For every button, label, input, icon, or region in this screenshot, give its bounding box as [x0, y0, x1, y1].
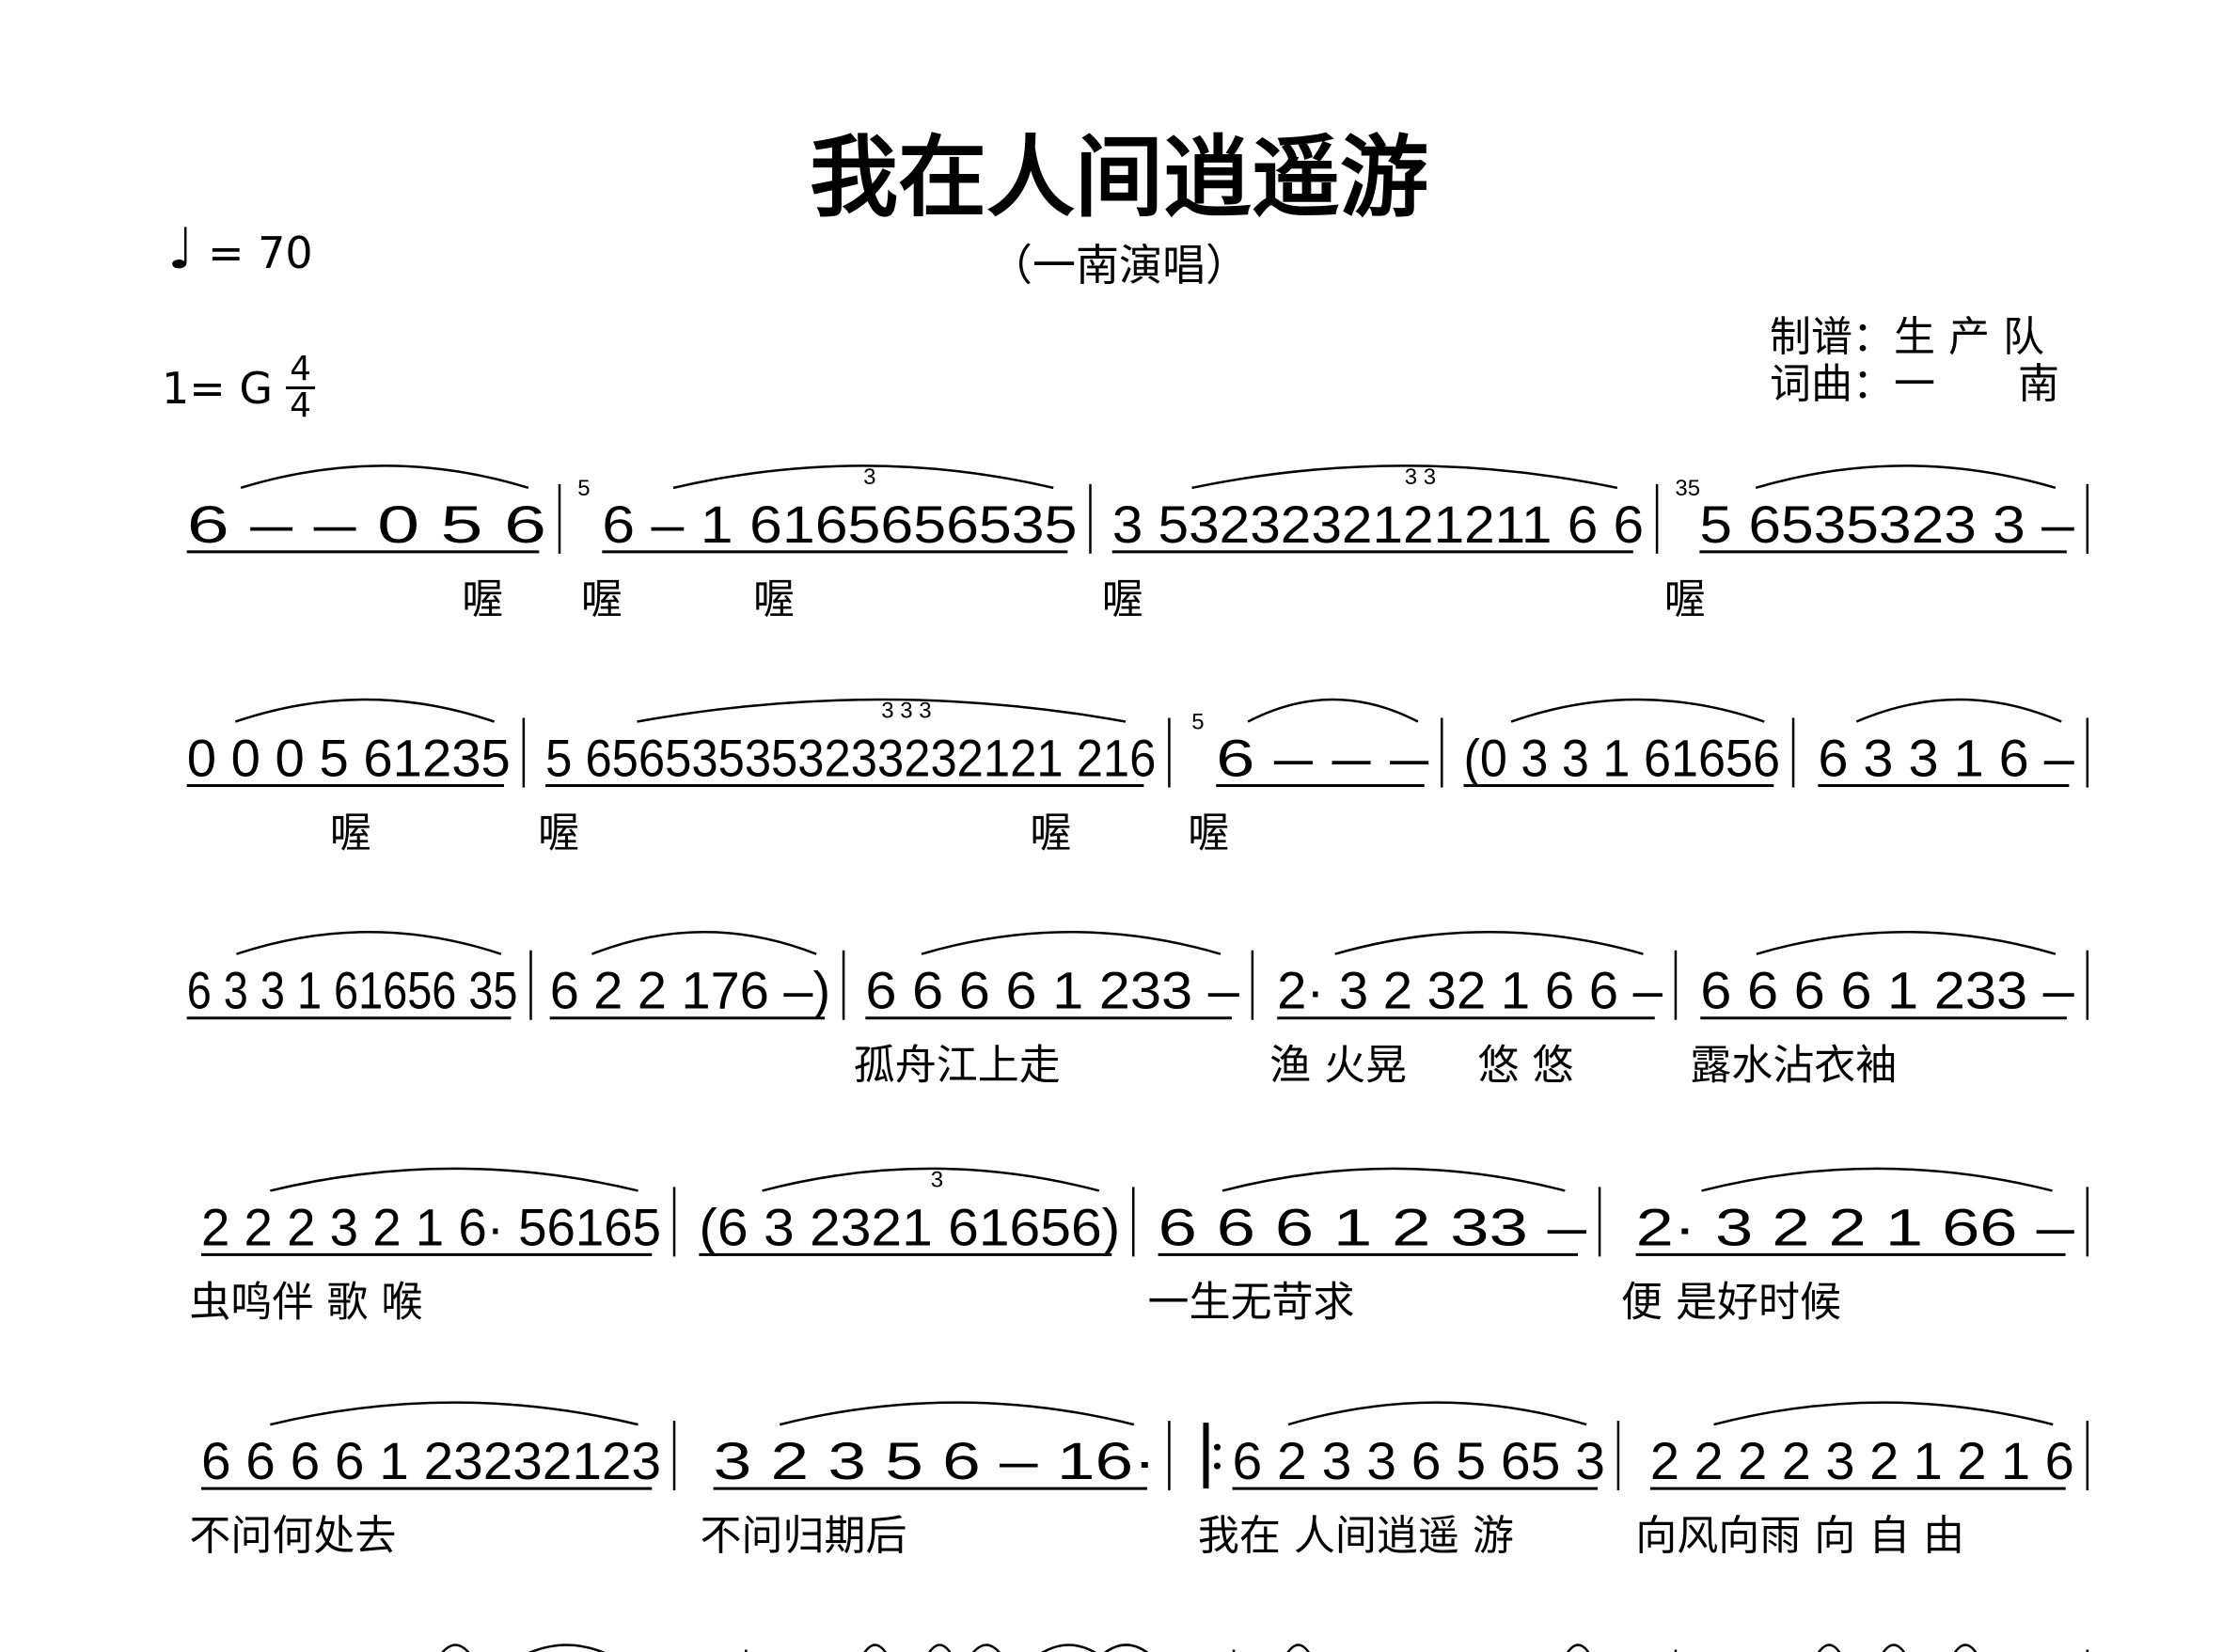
tuplet-mark: 3 3: [1405, 464, 1436, 490]
slur: [528, 1644, 606, 1652]
slur: [927, 1644, 952, 1652]
key-label: 1= G: [162, 362, 274, 414]
slur: [270, 1401, 638, 1426]
measure-notes: (6 3 2321 61656): [699, 1197, 1120, 1256]
slur: [591, 930, 817, 955]
lyric-text: 喔: [1188, 810, 1229, 857]
slur: [672, 464, 1054, 490]
measure-notes: 2· 3 2 32 1 6 6 –: [1277, 961, 1663, 1020]
lyric-text: 喔: [1030, 810, 1071, 857]
measure-notes: 0 0 0 5 61235: [187, 729, 511, 788]
slur: [779, 1401, 1135, 1426]
lyric-text: 喔: [753, 575, 795, 623]
lyric-text: 喔: [581, 575, 623, 623]
tuplet-mark: 3: [863, 464, 875, 490]
measure-notes: 2· 3 2 2 1 66 –: [1636, 1197, 2075, 1256]
measure-notes: 6 – – 0 5 6: [187, 495, 546, 554]
grace-note: 5: [1191, 710, 1204, 735]
slur: [637, 698, 1127, 723]
slur: [1104, 1644, 1149, 1652]
lyric-text: 悠 悠: [1477, 1042, 1573, 1090]
lyric-text: 便 是好时候: [1621, 1278, 1841, 1326]
title: 我在人间逍遥游: [809, 127, 1428, 229]
tempo-value: = 70: [207, 228, 313, 278]
slur: [1287, 1401, 1587, 1426]
slur: [1755, 464, 2057, 490]
lyric-text: 孤舟江上走: [854, 1042, 1061, 1090]
lyric-text: 虫鸣伴 歌 喉: [189, 1278, 422, 1326]
measure-notes: 2 2 2 2 3 2 1 2 1 6: [1650, 1431, 2074, 1490]
measure-notes: 6 2 2 176 –): [550, 961, 830, 1020]
tempo-marking: ♩ = 70: [167, 221, 313, 278]
slur: [240, 464, 529, 490]
grace-note: 5: [577, 476, 590, 501]
measure-notes: 6 2 3 3 6 5 65 3: [1232, 1431, 1604, 1490]
lyric-text: 喔: [330, 810, 371, 857]
measure-notes: 3 2 3 5 6 – 16·: [714, 1431, 1157, 1490]
slur: [1855, 698, 2062, 723]
slur: [1713, 1401, 2054, 1426]
lyric-text: 一生无苛求: [1148, 1278, 1355, 1326]
measure-notes: 6 3 3 1 61656 35: [187, 961, 518, 1020]
slur: [921, 931, 1221, 955]
repeat-dot: [1213, 1462, 1221, 1470]
time-bottom: 4: [290, 386, 311, 425]
key-signature: 1= G 4 4: [162, 353, 315, 423]
lyric-text: 向风向雨 向 自 由: [1635, 1512, 1964, 1560]
slur: [1882, 1644, 1906, 1652]
measure-notes: 2 2 2 3 2 1 6· 56165: [201, 1197, 661, 1256]
lyric-text: 喔: [538, 810, 579, 857]
composer-credit: 词曲：一 南: [1770, 360, 2059, 408]
measure-notes: 6 3 3 1 6 –: [1818, 729, 2074, 788]
measure-notes: 6 – – –: [1216, 729, 1429, 788]
slur: [1566, 1644, 1590, 1652]
time-top: 4: [286, 353, 315, 389]
lyric-text: 不问归期后: [701, 1512, 907, 1560]
slur: [1221, 1167, 1566, 1192]
slur: [1286, 1644, 1311, 1652]
slur: [441, 1644, 470, 1652]
slur: [1191, 464, 1618, 490]
slur: [1247, 698, 1419, 723]
lyric-text: 渔 火晃: [1269, 1042, 1407, 1090]
measure-notes: 5 6535323 3 –: [1699, 495, 2074, 554]
slur: [1701, 1167, 2053, 1192]
quarter-note-icon: ♩: [167, 216, 195, 282]
slur: [762, 1167, 1100, 1192]
lyric-text: 喔: [1664, 575, 1706, 623]
slur: [1334, 931, 1644, 955]
slur: [863, 1644, 887, 1652]
slur: [236, 930, 502, 955]
lyric-text: 露水沾衣袖: [1690, 1042, 1897, 1090]
measure-notes: 6 6 6 6 1 233 –: [865, 961, 1239, 1020]
time-signature: 4 4: [286, 353, 315, 423]
tuplet-mark: 3 3 3: [881, 699, 931, 724]
slur: [234, 698, 496, 723]
measure-notes: 6 6 6 6 1 233 –: [1700, 961, 2074, 1020]
lyric-text: 喔: [1102, 575, 1143, 623]
measure-notes: 6 – 1 6165656535: [602, 495, 1077, 554]
slur: [1510, 698, 1765, 723]
lyric-text: 喔: [462, 575, 503, 623]
slur: [971, 1644, 1001, 1652]
measure-notes: 3 5323232121211 6 6: [1112, 495, 1644, 554]
measure-notes: 5 656535353233232121 216: [545, 729, 1156, 788]
slur: [270, 1167, 638, 1192]
measure-notes: 6 6 6 1 2 33 –: [1158, 1197, 1588, 1256]
repeat-dot: [1213, 1443, 1221, 1451]
slur: [1041, 1644, 1096, 1652]
subtitle: （一南演唱）: [989, 240, 1249, 291]
slur: [1953, 1644, 1978, 1652]
measure-notes: 6 6 6 6 1 23232123: [201, 1431, 661, 1490]
slur: [1817, 1644, 1841, 1652]
slur: [1756, 931, 2057, 955]
lyric-text: 不问何处去: [189, 1512, 396, 1560]
grace-note: 35: [1675, 476, 1700, 501]
measure-notes: (0 3 3 1 61656: [1464, 729, 1781, 788]
lyric-text: 我在 人间逍遥 游: [1198, 1512, 1514, 1560]
tuplet-mark: 3: [931, 1167, 943, 1192]
arranger-credit: 制谱：生 产 队: [1770, 313, 2044, 361]
